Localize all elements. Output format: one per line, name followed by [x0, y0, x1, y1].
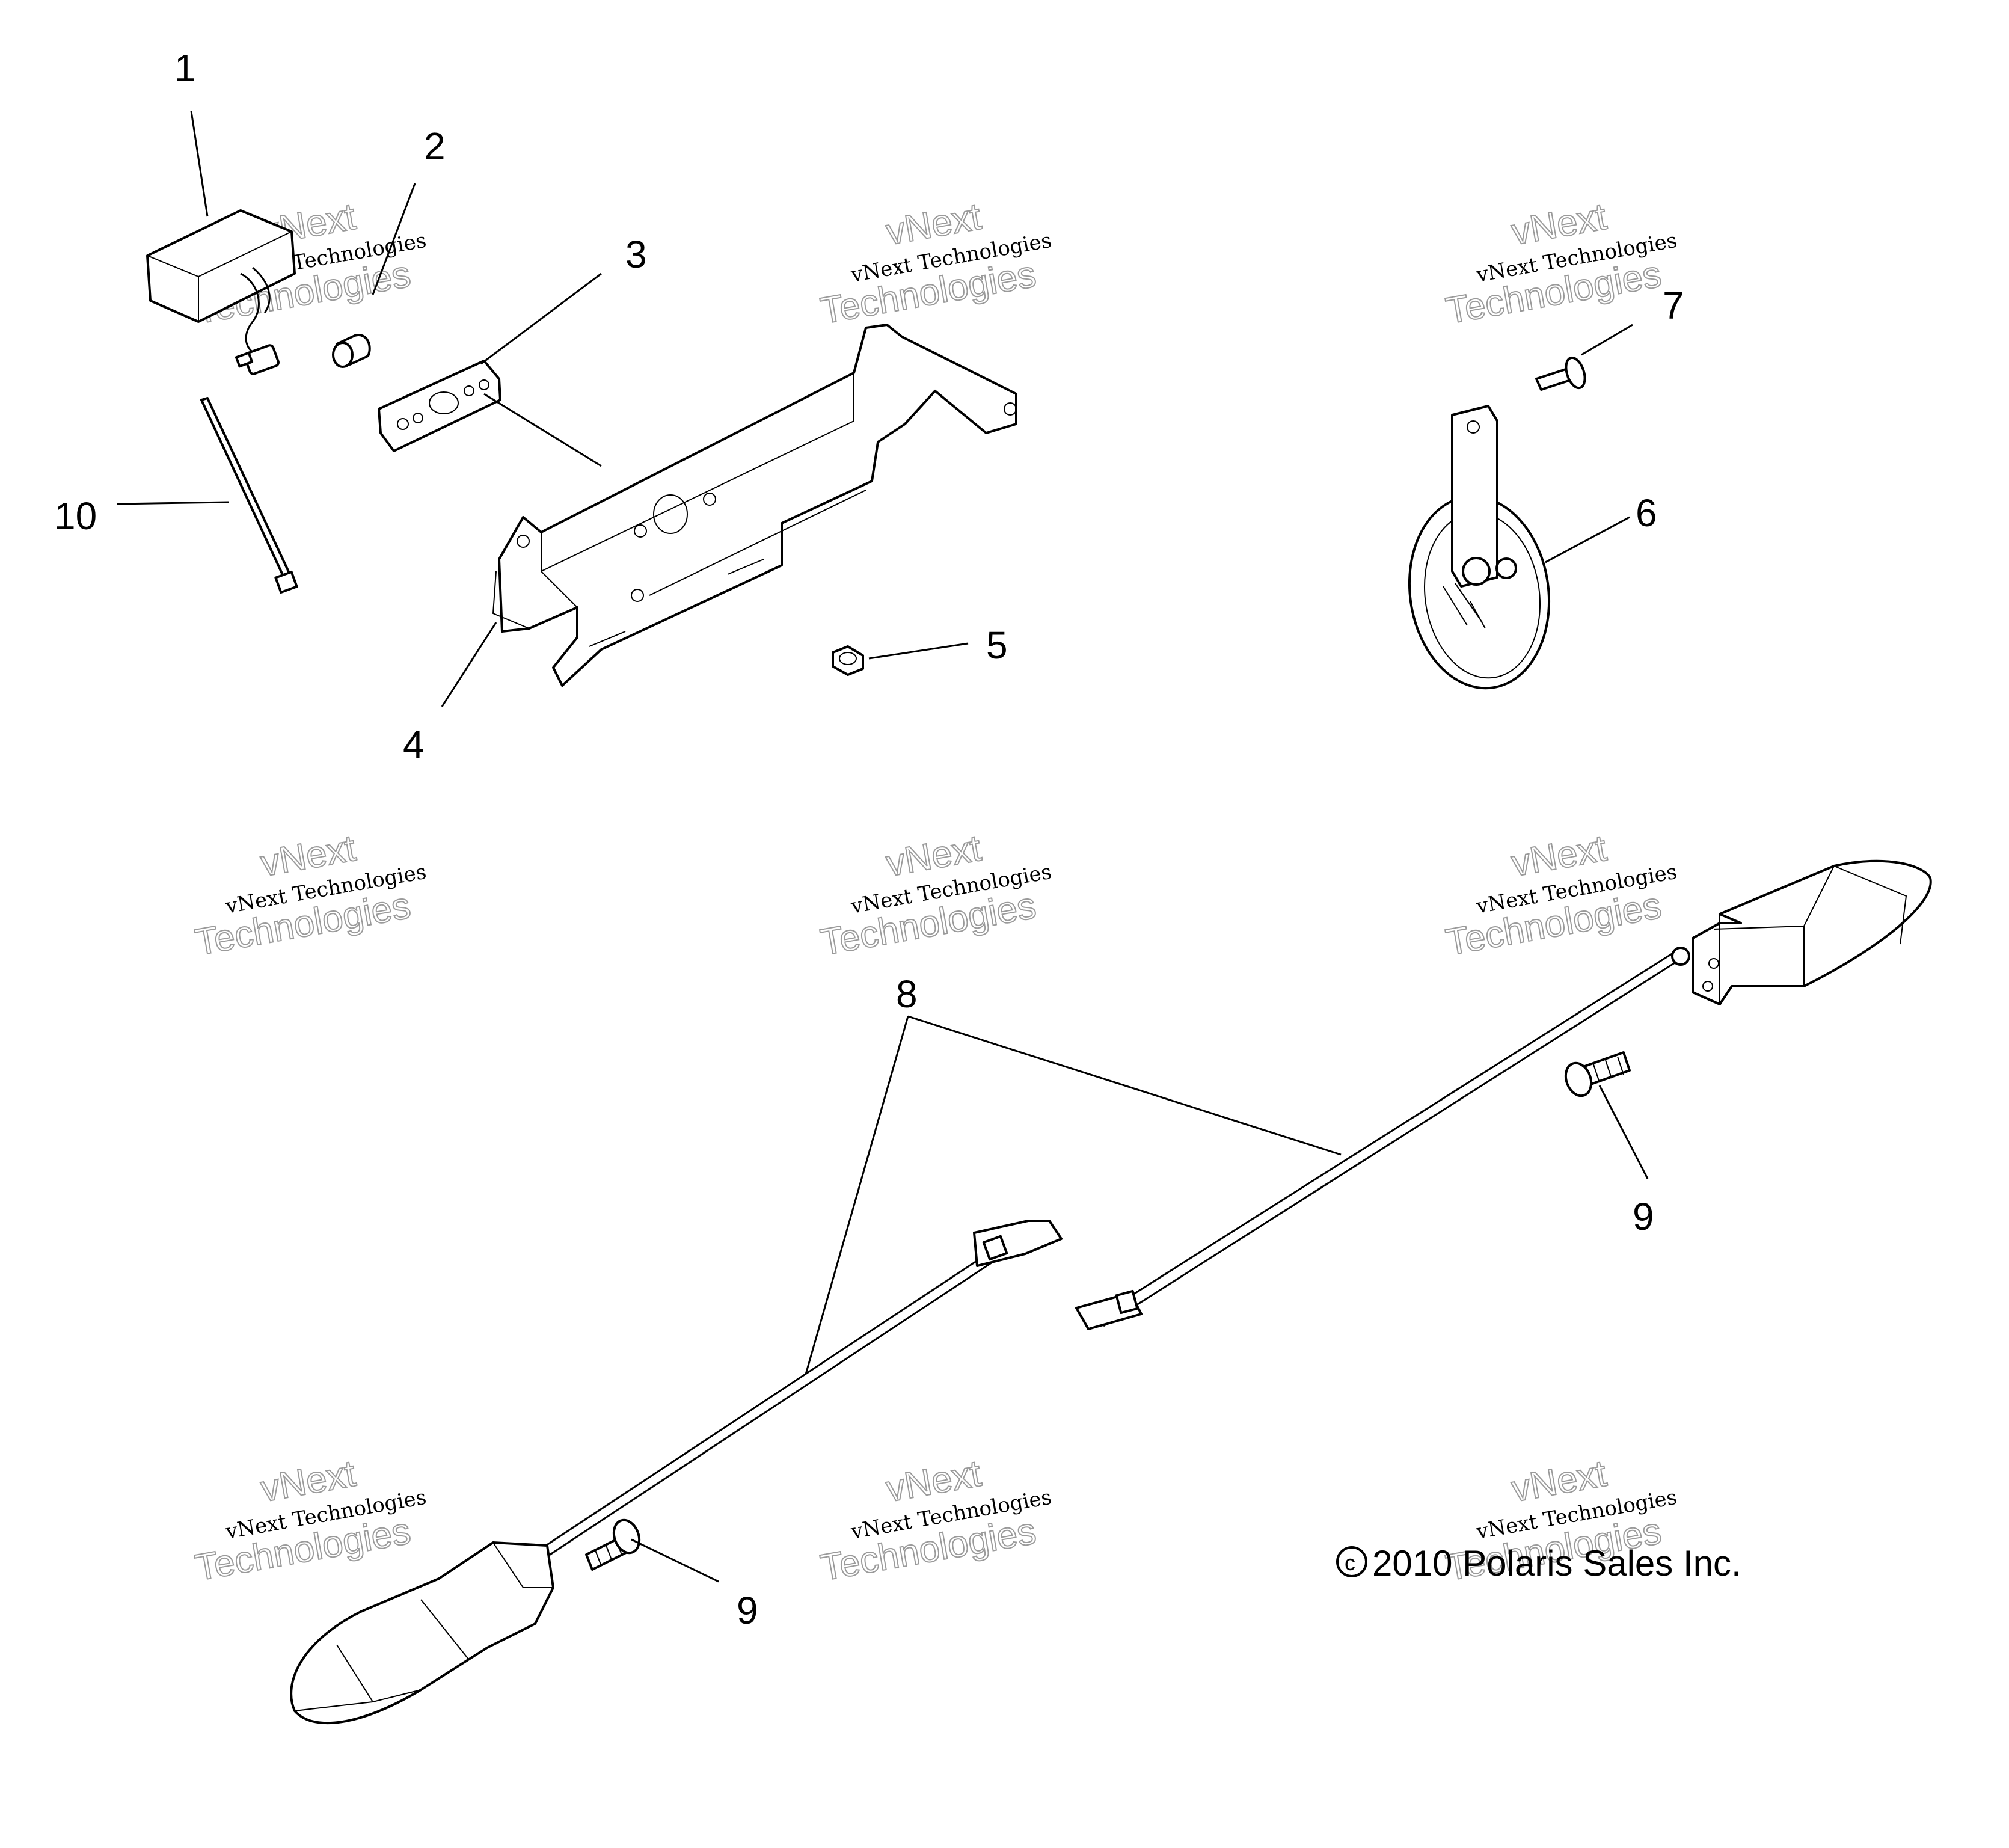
copyright-text: 2010 Polaris Sales Inc.	[1372, 1543, 1741, 1583]
callout-5: 5	[986, 624, 1008, 667]
watermark: vNext vNext Technologies Technologies	[817, 1452, 1054, 1589]
svg-text:c: c	[1345, 1550, 1355, 1575]
callout-1: 1	[174, 46, 196, 90]
watermark: vNext vNext Technologies Technologies	[1443, 195, 1679, 333]
watermark: vNext vNext Technologies Technologies	[192, 1452, 428, 1589]
callout-3: 3	[625, 233, 647, 276]
part-4-bracket	[492, 324, 1017, 687]
watermark: vNext vNext Technologies Technologies	[192, 827, 428, 964]
part-2-grommet	[332, 334, 371, 368]
part-8-turn-signal-right	[1075, 859, 1932, 1330]
callout-8: 8	[896, 972, 918, 1016]
part-6-horn	[1408, 405, 1551, 690]
watermark: vNext vNext Technologies Technologies	[817, 195, 1054, 333]
watermark: vNext vNext Technologies Technologies	[1443, 827, 1679, 964]
part-9-screw-left	[585, 1518, 641, 1571]
callout-4: 4	[403, 723, 425, 766]
part-1-light	[146, 209, 296, 375]
callout-7: 7	[1663, 284, 1684, 327]
callout-10: 10	[54, 494, 97, 538]
callout-6: 6	[1636, 491, 1657, 535]
part-10-cable-tie	[200, 397, 298, 594]
copyright-symbol	[1336, 1546, 1367, 1577]
part-5-nut	[832, 645, 864, 676]
leader-lines	[117, 111, 1649, 1583]
part-8-turn-signal-left	[290, 1220, 1063, 1725]
callout-2: 2	[424, 124, 446, 168]
part-3-plate	[378, 360, 501, 452]
callout-9-left: 9	[737, 1589, 758, 1632]
part-7-bolt	[1535, 356, 1586, 391]
watermark: vNext vNext Technologies Technologies	[817, 827, 1054, 964]
callout-9-right: 9	[1633, 1195, 1654, 1238]
copyright-notice: c 2010 Polaris Sales Inc.	[1336, 1543, 1741, 1583]
callout-numbers: 1 2 3 4 5 6 7 8 9 9 10	[54, 46, 1684, 1632]
part-9-screw-right	[1564, 1051, 1631, 1097]
